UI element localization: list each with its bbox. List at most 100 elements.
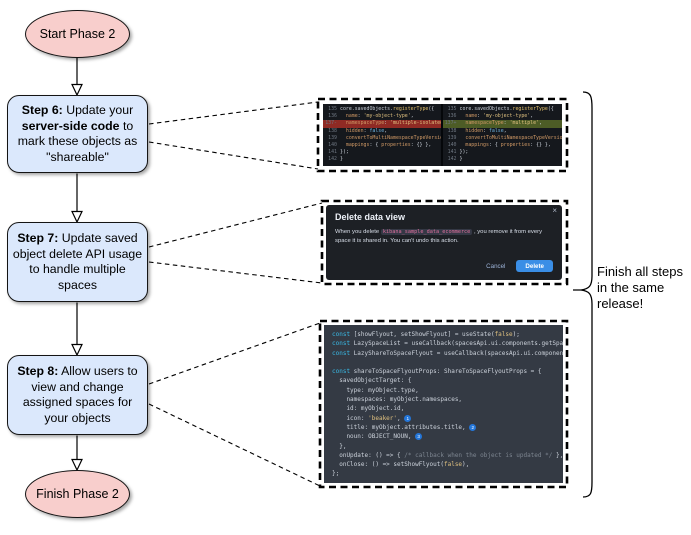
diff-row: 140 mappings: { properties: {} },: [323, 142, 441, 149]
diff-code: core.savedObjects.registerType({: [459, 106, 554, 112]
step7-node: Step 7: Update saved object delete API u…: [7, 222, 148, 302]
diff-code: mappings: { properties: {} },: [459, 141, 551, 148]
line-number: 135: [328, 106, 337, 112]
code-line: icon: 'beaker', 1: [332, 414, 563, 423]
code-line: title: myObject.attributes.title, 2: [332, 423, 563, 432]
line-number: 138: [447, 127, 457, 134]
line-number: 142: [328, 156, 337, 163]
cancel-button[interactable]: Cancel: [486, 262, 506, 270]
diff-code: mappings: { properties: {} },: [340, 141, 432, 148]
diff-row: 137- namespaceType: 'multiple-isolated',: [323, 120, 441, 128]
code-line: onClose: () => setShowFlyout(false),: [332, 461, 470, 469]
diff-row: 137+ namespaceType: 'multiple',: [442, 120, 562, 128]
code-line: };: [332, 470, 340, 478]
close-icon[interactable]: ×: [552, 206, 557, 215]
diff-row: 141});: [323, 149, 441, 156]
code-line: id: myObject.id,: [332, 405, 405, 413]
diff-code: hidden: false,: [340, 127, 388, 134]
line-number: 142: [447, 156, 457, 163]
step7-label: Step 7: Update saved object delete API u…: [12, 231, 143, 292]
diff-row: 142}: [443, 156, 563, 163]
diff-code: name: 'my-object-type',: [340, 113, 414, 120]
delete-button[interactable]: Delete: [516, 260, 553, 272]
code-line: type: myObject.type,: [332, 386, 419, 394]
curly-brace: [573, 91, 593, 498]
diff-code: hidden: false,: [459, 127, 507, 134]
line-number: 135: [447, 106, 457, 112]
diff-code: }: [340, 156, 343, 163]
modal-buttons: Cancel Delete: [486, 260, 553, 272]
callout-line-step8-bottom: [148, 403, 321, 487]
line-number: 141: [328, 149, 337, 156]
step6-node: Step 6: Update your server-side code to …: [7, 95, 148, 173]
code-screenshot: const [showFlyout, setShowFlyout] = useS…: [324, 325, 563, 483]
code-line: const LazyShareToSpaceFlyout = useCallba…: [332, 349, 563, 357]
start-node-label: Start Phase 2: [39, 27, 116, 41]
dialog-screenshot: Delete data view × When you delete kiban…: [326, 205, 562, 280]
diff-code: }: [459, 156, 463, 163]
start-node: Start Phase 2: [25, 10, 130, 58]
line-number: 136: [328, 113, 337, 120]
diff-row: 136 name: 'my-object-type',: [443, 113, 563, 120]
brace-note-line: in the same: [597, 279, 665, 295]
step8-node: Step 8: Allow users to view and change a…: [7, 355, 148, 435]
finish-node: Finish Phase 2: [25, 470, 130, 518]
line-number: 136: [447, 113, 457, 120]
arrowhead-icon: [71, 343, 83, 357]
line-number: 139: [447, 134, 457, 141]
diff-code: namespaceType: 'multiple',: [459, 120, 542, 127]
diff-row: 141});: [443, 149, 563, 156]
diff-code: });: [340, 149, 349, 156]
line-number: 137-: [325, 120, 337, 127]
diff-code: core.savedObjects.registerType({: [340, 106, 435, 112]
modal-body-text: When you delete: [335, 229, 381, 235]
line-number: 138: [328, 127, 337, 134]
callout-line-step6-bottom: [148, 141, 319, 170]
diff-code: namespaceType: 'multiple-isolated',: [340, 120, 441, 127]
code-line: const shareToSpaceFlyoutProps: ShareToSp…: [332, 368, 542, 376]
diff-row: 138 hidden: false,: [323, 128, 441, 135]
modal-body: When you delete kibana_sample_data_ecomm…: [335, 228, 549, 245]
code-chip: kibana_sample_data_ecommerce: [380, 229, 473, 235]
diff-row: 138 hidden: false,: [443, 128, 563, 135]
callout-line-step8-top: [148, 322, 321, 385]
modal-body-text: , you remove it from every space it is s…: [335, 229, 543, 244]
arrowhead-icon: [71, 210, 83, 224]
diff-code: name: 'my-object-type',: [459, 113, 534, 120]
code-line: const LazySpaceList = useCallback(spaces…: [332, 340, 563, 348]
diff-code: });: [459, 149, 469, 156]
code-line: savedObjectTarget: {: [332, 377, 412, 385]
line-number: 140: [447, 141, 457, 148]
code-line: namespaces: myObject.namespaces,: [332, 396, 463, 404]
diff-row: 139 convertToMultiNamespaceTypeVersion:: [323, 134, 441, 142]
brace-note-line: Finish all steps: [597, 264, 683, 279]
step8-label: Step 8: Allow users to view and change a…: [17, 364, 138, 425]
finish-node-label: Finish Phase 2: [36, 487, 119, 501]
numbered-badge: 2: [469, 423, 477, 431]
numbered-badge: 1: [404, 414, 412, 422]
numbered-badge: 3: [415, 433, 423, 441]
step6-label: Step 6: Update your server-side code to …: [17, 103, 138, 164]
arrowhead-icon: [71, 458, 83, 472]
diff-code: convertToMultiNamespaceTypeVersion:: [340, 134, 441, 141]
brace-note: Finish all steps in the same release!: [597, 264, 691, 311]
code-line: [332, 358, 563, 367]
brace-note-line: release!: [597, 295, 644, 311]
modal-title: Delete data view: [335, 212, 406, 222]
line-number: 137+: [444, 120, 457, 127]
line-number: 140: [328, 141, 337, 148]
callout-line-step7-top: [148, 202, 323, 248]
code-line: noun: OBJECT_NOUN, 3: [332, 432, 563, 441]
diff-row: 136 name: 'my-object-type',: [323, 113, 441, 120]
callout-line-step6-top: [148, 101, 319, 125]
diff-row: 140 mappings: { properties: {} },: [443, 142, 563, 149]
diff-row: 142}: [323, 156, 441, 163]
callout-lines: [148, 101, 323, 487]
diff-code: convertToMultiNamespaceTypeVersion:: [459, 134, 562, 141]
